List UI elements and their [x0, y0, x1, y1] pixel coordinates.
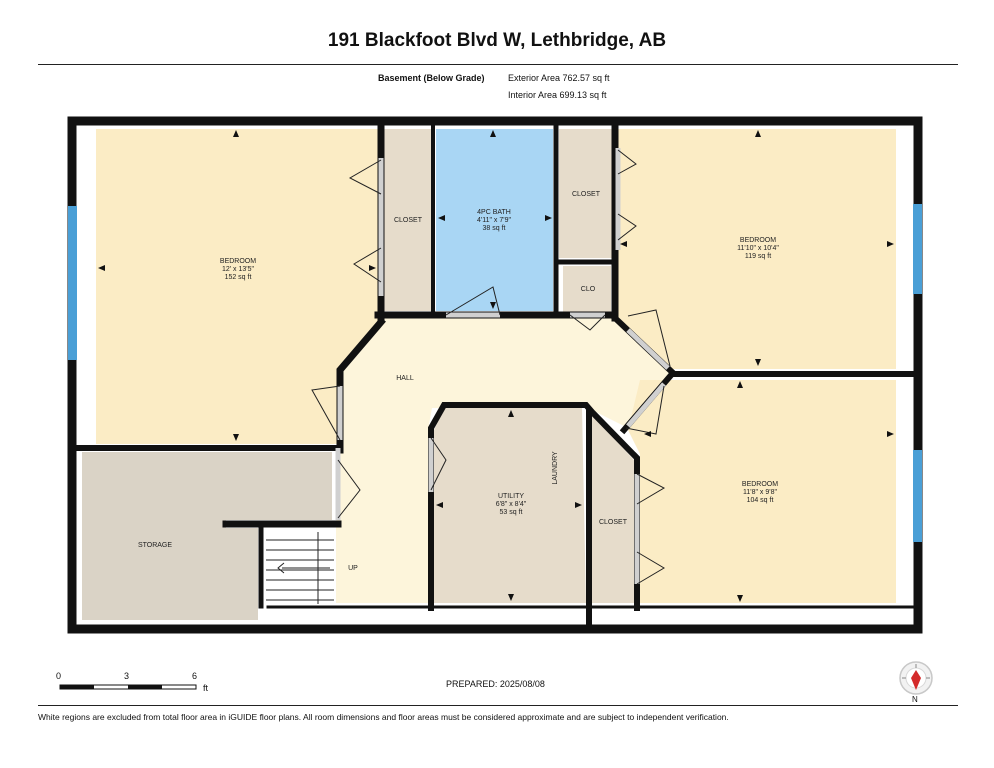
room-clo[interactable] — [563, 266, 611, 312]
area-bedroom-lower-right: 104 sq ft — [747, 497, 774, 504]
dims-bath: 4'11" x 7'9" — [477, 217, 511, 224]
compass-label: N — [912, 695, 918, 704]
label-bath: 4PC BATH — [477, 209, 511, 216]
label-clo: CLO — [581, 286, 596, 293]
label-hall: HALL — [396, 375, 414, 382]
area-bedroom-left: 152 sq ft — [225, 274, 252, 281]
label-closet-left: CLOSET — [394, 217, 423, 224]
room-closet-lower[interactable] — [592, 414, 634, 603]
label-laundry: LAUNDRY — [552, 451, 559, 485]
dims-bedroom-upper-right: 11'10" x 10'4" — [737, 245, 779, 252]
level-name: Basement (Below Grade) — [378, 73, 485, 83]
exterior-area: Exterior Area 762.57 sq ft — [508, 73, 610, 83]
label-storage: STORAGE — [138, 542, 172, 549]
room-bath[interactable] — [436, 129, 553, 311]
scale-tick-0: 0 — [56, 671, 62, 681]
page-title: 191 Blackfoot Blvd W, Lethbridge, AB — [327, 30, 667, 51]
dims-bedroom-lower-right: 11'8" x 9'8" — [743, 489, 777, 496]
scale-bar — [59, 684, 197, 690]
compass-icon — [899, 661, 933, 695]
prepared-date: PREPARED: 2025/08/08 — [446, 679, 545, 689]
room-closet-upper-right[interactable] — [559, 129, 612, 258]
label-closet-upper-right: CLOSET — [572, 191, 601, 198]
door-openings — [335, 148, 670, 584]
label-bedroom-upper-right: BEDROOM — [740, 237, 776, 244]
scale-unit: ft — [203, 683, 209, 693]
room-closet-left[interactable] — [384, 129, 432, 311]
interior-area: Interior Area 699.13 sq ft — [508, 90, 607, 100]
label-bedroom-lower-right: BEDROOM — [742, 481, 778, 488]
stair-treads — [266, 532, 334, 604]
dimension-arrows — [98, 130, 894, 602]
label-utility: UTILITY — [498, 493, 524, 500]
room-hall[interactable] — [336, 318, 670, 603]
label-bedroom-left: BEDROOM — [220, 258, 256, 265]
label-stairs-up: UP — [348, 565, 358, 572]
label-closet-lower: CLOSET — [599, 519, 628, 526]
disclaimer: White regions are excluded from total fl… — [38, 712, 729, 722]
scale-tick-6: 6 — [192, 671, 198, 681]
area-bedroom-upper-right: 119 sq ft — [745, 253, 771, 260]
room-bedroom-lower-right[interactable] — [628, 380, 896, 603]
room-storage[interactable] — [82, 452, 332, 620]
scale-tick-3: 3 — [124, 671, 130, 681]
room-stairs[interactable] — [264, 531, 334, 603]
footer-divider — [38, 705, 958, 706]
dims-bedroom-left: 12' x 13'5" — [222, 266, 255, 273]
room-utility[interactable] — [434, 408, 586, 603]
room-bedroom-upper-right[interactable] — [618, 129, 896, 369]
room-bedroom-left[interactable] — [96, 129, 378, 444]
area-bath: 38 sq ft — [483, 225, 506, 232]
door-swings — [311, 149, 671, 585]
dims-utility: 6'8" x 8'4" — [496, 501, 527, 508]
area-utility: 53 sq ft — [500, 509, 523, 516]
header-divider — [38, 64, 958, 65]
windows — [68, 204, 922, 542]
